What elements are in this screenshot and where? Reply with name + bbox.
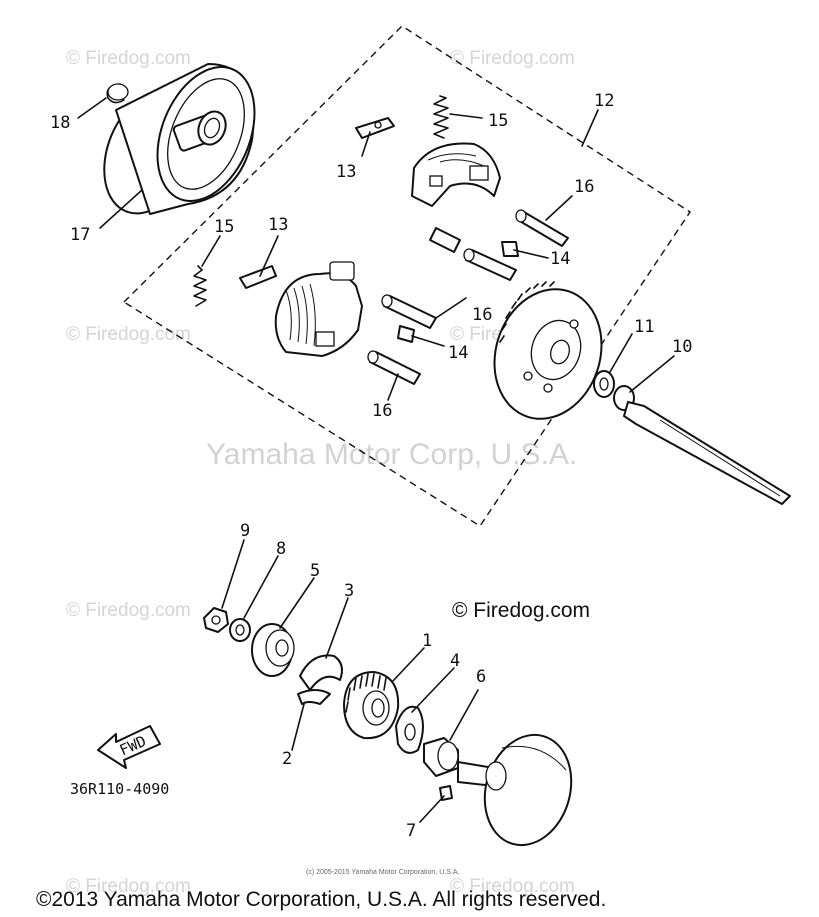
- shoe-pin: [463, 248, 517, 281]
- spacer-collar: [423, 737, 459, 777]
- sheave: [251, 623, 295, 677]
- callout-18: 18: [50, 113, 70, 133]
- clutch-spring-lower: [193, 265, 207, 307]
- assembly-outline: [122, 25, 691, 527]
- copyright-notice: ©2013 Yamaha Motor Corporation, U.S.A. A…: [36, 888, 606, 911]
- clutch-weight: [297, 689, 331, 705]
- callout-11: 11: [634, 317, 654, 337]
- spring-clip-lower: [239, 265, 277, 289]
- callout-8: 8: [276, 539, 286, 559]
- callout-16: 16: [372, 401, 392, 421]
- forward-arrow: FWD: [97, 725, 161, 769]
- shoe-pin: [367, 350, 421, 385]
- callout-17: 17: [70, 225, 90, 245]
- callout-6: 6: [476, 667, 486, 687]
- watermark-firedog: © Firedog.com: [450, 48, 575, 69]
- callout-14: 14: [550, 249, 570, 269]
- callout-2: 2: [282, 749, 292, 769]
- callout-4: 4: [450, 651, 460, 671]
- callout-16: 16: [574, 177, 594, 197]
- callout-15: 15: [214, 217, 234, 237]
- one-way-clutch: [343, 671, 400, 740]
- shoe-bushing: [501, 241, 519, 257]
- callout-9: 9: [240, 521, 250, 541]
- callout-7: 7: [406, 821, 416, 841]
- shoe-pin: [381, 294, 437, 329]
- callout-12: 12: [594, 91, 614, 111]
- clutch-shoe-lower: [274, 261, 363, 357]
- callout-13: 13: [268, 215, 288, 235]
- watermark-firedog: © Firedog.com: [66, 876, 191, 897]
- callout-14: 14: [448, 343, 468, 363]
- watermark-firedog-main: © Firedog.com: [452, 599, 590, 622]
- clutch-housing: [103, 63, 256, 215]
- diagram-code: 36R110-4090: [70, 780, 169, 798]
- watermark-firedog: © Firedog.com: [450, 876, 575, 897]
- callout-3: 3: [344, 581, 354, 601]
- shoe-bushing: [429, 227, 461, 253]
- watermark-manufacturer: Yamaha Motor Corp, U.S.A.: [206, 438, 577, 471]
- callout-5: 5: [310, 561, 320, 581]
- driven-disc: [457, 733, 573, 847]
- spring-clip-upper: [355, 117, 395, 139]
- watermark-firedog: © Firedog.com: [66, 600, 191, 621]
- watermark-firedog: © Firedog.com: [66, 324, 191, 345]
- leader-lines: [77, 97, 675, 823]
- callout-15: 15: [488, 111, 508, 131]
- small-copyright: (c) 2005-2015 Yamaha Motor Corporation, …: [306, 869, 459, 876]
- clutch-weight: [299, 654, 343, 691]
- shoe-pin: [515, 209, 569, 247]
- clutch-spring-upper: [433, 95, 449, 139]
- watermark-firedog: © Firedog.com: [66, 48, 191, 69]
- callout-13: 13: [336, 162, 356, 182]
- clutch-shoe-upper: [411, 142, 501, 207]
- crankshaft: [623, 401, 791, 505]
- callout-16: 16: [472, 305, 492, 325]
- shoe-bushing: [397, 325, 415, 343]
- clutch-carrier: [493, 281, 603, 420]
- callout-10: 10: [672, 337, 692, 357]
- callout-1: 1: [422, 631, 432, 651]
